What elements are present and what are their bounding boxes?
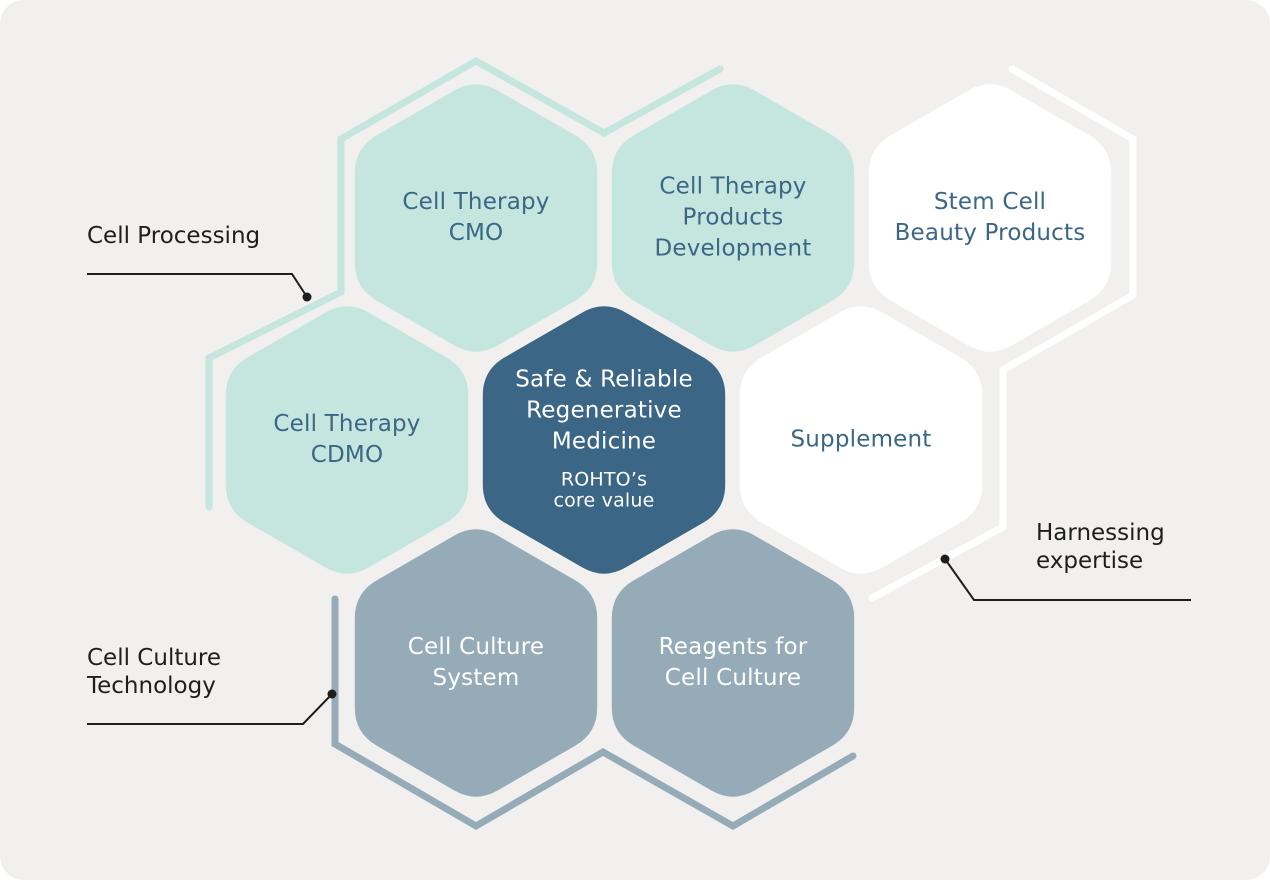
group-outline-harnessing-expertise (868, 65, 1137, 602)
group-label-harnessing-expertise: Harnessing expertise (1036, 519, 1165, 575)
leader-line-harnessing-expertise-dot (940, 554, 950, 564)
hexagon-label-line: Safe & Reliable (515, 366, 693, 393)
hexagon-label-line: Stem Cell (933, 189, 1047, 215)
group-label-cell-culture-technology: Cell Culture Technology (87, 644, 221, 700)
hexagon-label-line: Products (682, 204, 784, 231)
hexagon-label-supplement: Supplement (790, 425, 931, 456)
group-label-text: Technology (87, 673, 216, 699)
group-outline-cell-culture-technology (331, 595, 857, 831)
group-outline-cell-processing (205, 56, 724, 511)
hexagon-core (482, 306, 726, 574)
hexagon-cell-therapy-cdmo (225, 306, 469, 574)
hexagon-cell-therapy-products-development (611, 84, 855, 352)
hexagon-label-line: Cell Therapy (659, 173, 807, 200)
core-subtitle-line: core value (553, 489, 655, 512)
hexagon-label-line: System (432, 665, 520, 691)
group-label-cell-processing: Cell Processing (87, 222, 260, 250)
group-label-text: Cell Culture (87, 645, 222, 671)
hexagon-reagents-for-cell-culture (611, 529, 855, 797)
hexagon-cell-culture-system (354, 529, 598, 797)
hexagon-label-line: Development (654, 235, 812, 262)
hexagon-label-line: CDMO (310, 442, 384, 468)
leader-line-harnessing-expertise (944, 558, 1191, 601)
core-subtitle-line: ROHTO’s (560, 468, 648, 491)
hexagon-label-line: Cell Culture (407, 634, 545, 660)
hexagon-label-line: Regenerative (526, 397, 682, 424)
leader-line-cell-processing-dot (302, 292, 312, 302)
group-label-text: Harnessing (1036, 520, 1165, 546)
hexagon-label-line: Cell Therapy (402, 189, 550, 215)
hexagon-supplement (739, 306, 983, 574)
group-label-text: Cell Processing (87, 223, 261, 249)
hexagon-label-line: Cell Culture (664, 665, 802, 691)
leader-line-cell-culture-technology (87, 693, 333, 725)
hexagon-label-line: Medicine (551, 428, 657, 455)
hexagon-label-line: Cell Therapy (273, 411, 421, 437)
hexagon-label-line: Reagents for (658, 634, 808, 660)
hexagon-cell-therapy-cmo (354, 84, 598, 352)
hexagon-stem-cell-beauty-products (868, 84, 1112, 352)
leader-line-cell-culture-technology-dot (327, 689, 337, 699)
hexagon-label-line: Supplement (790, 426, 932, 453)
hexagon-label-line: CMO (448, 220, 504, 246)
hexagon-label-line: Beauty Products (894, 220, 1086, 246)
leader-line-cell-processing (87, 273, 308, 298)
group-label-text: expertise (1036, 548, 1144, 574)
